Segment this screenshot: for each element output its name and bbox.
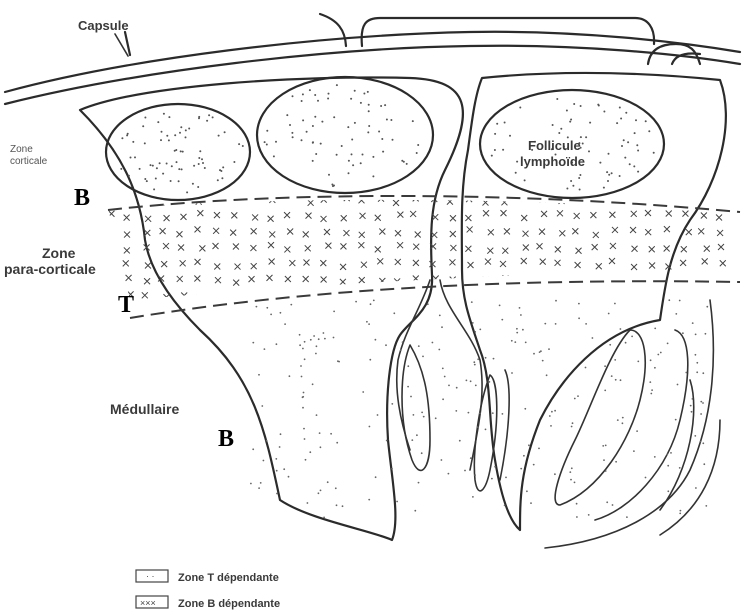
zone-para-label-1: Zone xyxy=(42,245,76,261)
marker-b-top: B xyxy=(74,185,90,211)
marker-b-bottom: B xyxy=(218,426,234,452)
capsule xyxy=(5,32,740,104)
legend: · · Zone T dépendante ××× Zone B dépenda… xyxy=(136,570,280,610)
cross-stipple xyxy=(105,194,726,302)
capsule-label: Capsule xyxy=(78,18,129,33)
zone-corticale-label-1: Zone xyxy=(10,144,33,155)
legend-item-t: Zone T dépendante xyxy=(178,572,279,584)
paracortex-upper-boundary xyxy=(108,196,740,212)
svg-text:×××: ××× xyxy=(140,598,156,608)
zone-para-label-2: para-corticale xyxy=(4,261,96,277)
marker-t: T xyxy=(118,292,134,318)
follicule-label-1: Follicule xyxy=(528,138,581,153)
legend-item-b: Zone B dépendante xyxy=(178,598,280,610)
zone-corticale-label-2: corticale xyxy=(10,156,48,167)
follicule-label-2: lymphoïde xyxy=(520,154,585,169)
medulla-dots xyxy=(250,299,708,518)
paracortex-lower-boundary xyxy=(130,281,740,318)
svg-text:· ·: · · xyxy=(146,571,155,581)
follicle-1 xyxy=(106,104,250,200)
paracortex-band xyxy=(105,194,726,302)
medullary-cords xyxy=(397,280,694,520)
medullaire-label: Médullaire xyxy=(110,401,179,417)
follicle-2 xyxy=(257,77,433,193)
